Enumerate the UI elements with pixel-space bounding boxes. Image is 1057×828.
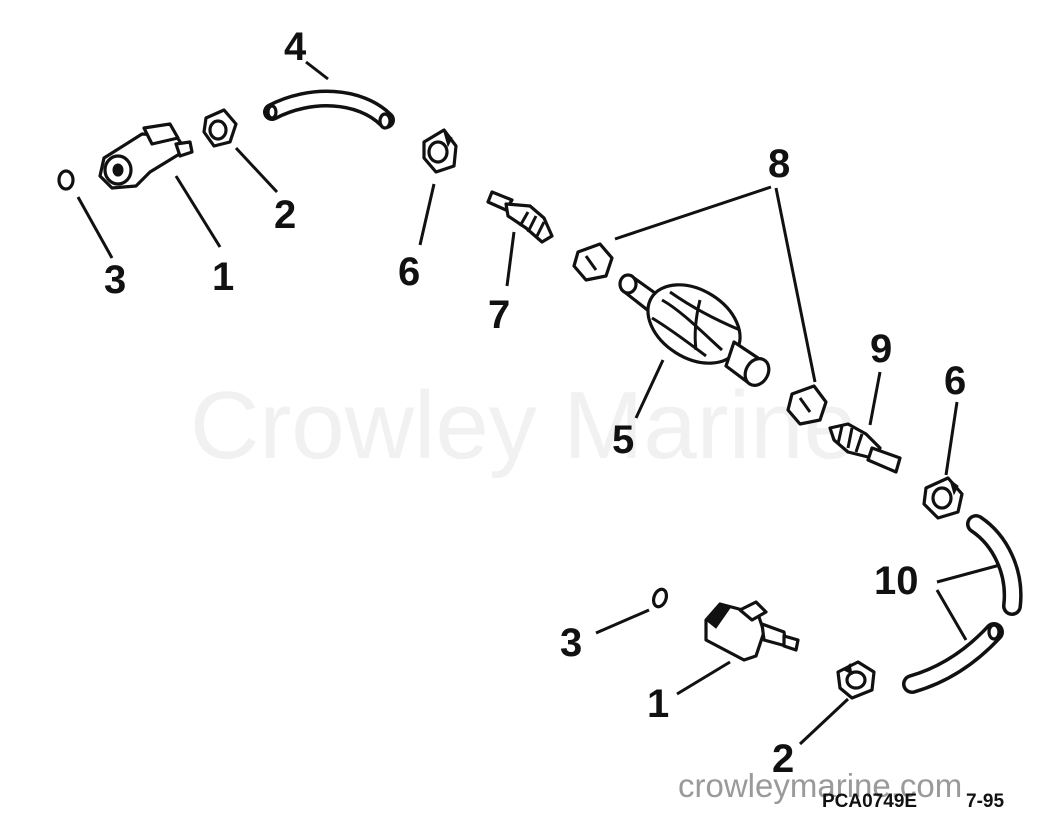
callout-2-top: 2: [274, 193, 296, 237]
callout-5: 5: [612, 418, 634, 462]
website-watermark: crowleymarine.com: [678, 767, 962, 804]
callout-9: 9: [870, 327, 892, 371]
primer-bulb-part: [618, 273, 771, 387]
hose-clamp-part: [422, 128, 458, 174]
callout-6-right: 6: [944, 359, 966, 403]
o-ring-part: [57, 169, 75, 191]
callout-1-bottom: 1: [647, 682, 669, 726]
hose-clamp-part: [836, 660, 876, 700]
callout-7: 7: [488, 293, 510, 337]
callout-3-top: 3: [104, 258, 126, 302]
o-ring-part: [651, 587, 669, 609]
page-reference: 7-95: [966, 791, 1004, 812]
figure-code: PCA0749E: [822, 791, 917, 812]
fuel-hose-part: [263, 89, 395, 130]
hose-fitting-part: [828, 422, 902, 474]
callout-2-bottom: 2: [772, 737, 794, 781]
callout-8: 8: [768, 142, 790, 186]
leader-lines: [76, 60, 1001, 746]
retaining-clip-part: [786, 384, 828, 426]
hose-fitting-part: [486, 190, 554, 244]
hose-clamp-part: [922, 476, 964, 520]
fuel-connector-part: [704, 600, 800, 662]
fuel-connector-part: [98, 122, 194, 190]
fuel-hose-part: [966, 514, 1023, 616]
callout-4: 4: [284, 25, 307, 69]
callout-1-top: 1: [212, 255, 234, 299]
watermark: Crowley Marine: [190, 372, 857, 479]
callout-6-top: 6: [398, 250, 420, 294]
callout-10: 10: [874, 559, 919, 603]
hose-clamp-part: [202, 108, 238, 148]
retaining-clip-part: [572, 242, 614, 282]
fuel-hose-part: [902, 622, 1004, 694]
callout-3-bottom: 3: [560, 621, 582, 665]
